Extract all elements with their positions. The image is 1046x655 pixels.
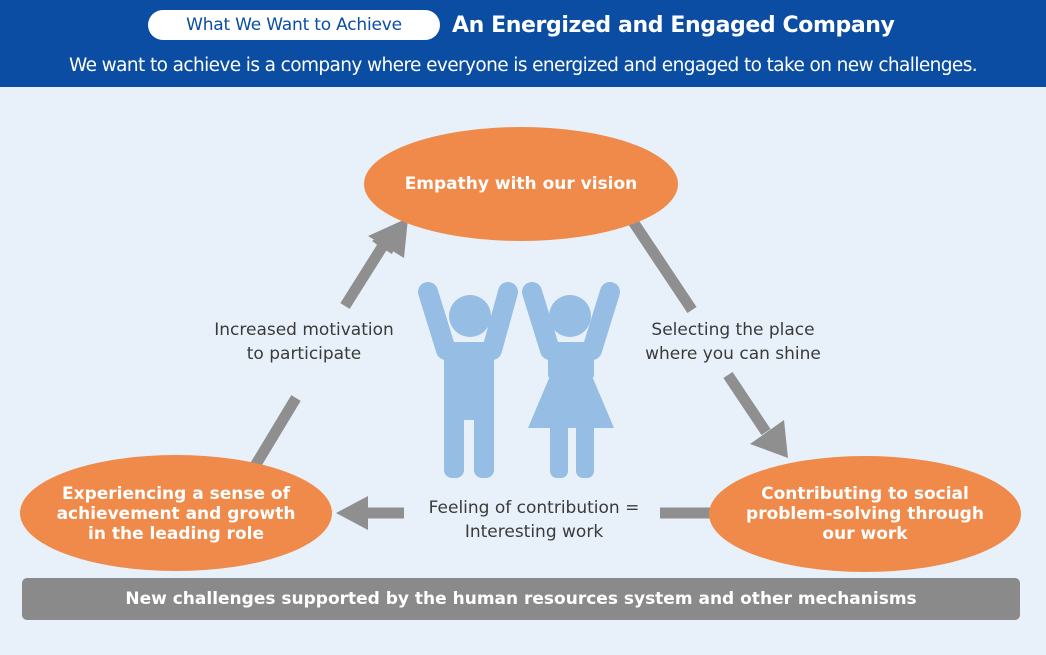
node-right-label: Contributing to social problem-solving t… — [746, 484, 984, 544]
person-male-icon — [418, 282, 518, 478]
node-right — [709, 456, 1021, 572]
header-badge: What We Want to Achieve — [148, 10, 440, 40]
node-left — [20, 455, 332, 571]
arrow-right-edge — [627, 216, 771, 436]
arrow-bottom-head — [336, 496, 368, 530]
footer-bar: New challenges supported by the human re… — [22, 578, 1020, 620]
arrow-left-head — [368, 218, 408, 258]
right-edge-label: Selecting the place where you can shine — [645, 320, 821, 364]
header-title: An Energized and Engaged Company — [452, 12, 895, 38]
left-edge-label: Increased motivation to participate — [214, 320, 394, 364]
header-banner: What We Want to Achieve An Energized and… — [0, 0, 1046, 87]
arrow-right-head — [750, 420, 788, 458]
node-top-label: Empathy with our vision — [404, 174, 638, 194]
node-top — [364, 127, 678, 241]
node-left-label: Experiencing a sense of achievement and … — [56, 484, 296, 544]
header-subtitle: We want to achieve is a company where ev… — [68, 54, 978, 76]
person-female-icon — [522, 282, 620, 478]
bottom-edge-label: Feeling of contribution = Interesting wo… — [428, 498, 640, 542]
